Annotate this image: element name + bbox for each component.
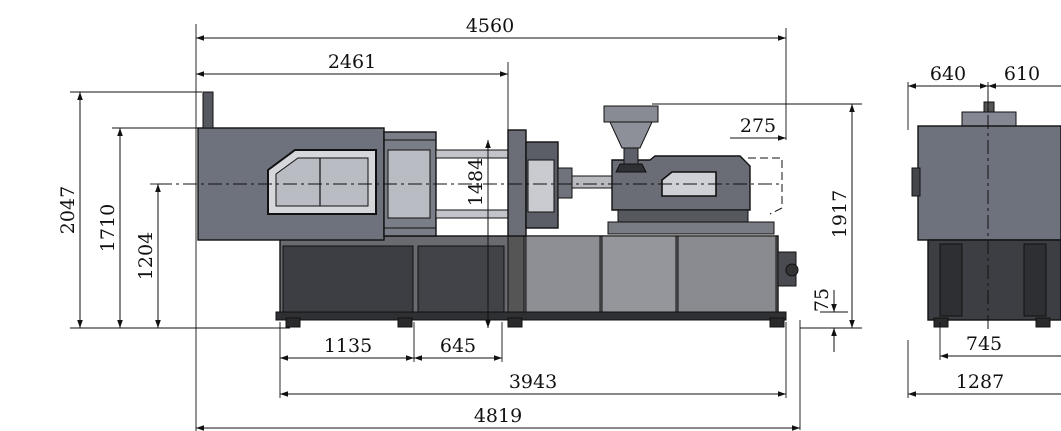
dimension-lines <box>77 35 1061 431</box>
foot <box>1035 317 1051 328</box>
end-view-hopper <box>961 111 1017 127</box>
dim-4819: 4819 <box>474 405 522 427</box>
warning-light <box>202 91 214 129</box>
side-view-machine <box>197 91 799 328</box>
end-view-machine <box>911 90 1061 330</box>
dim-1917: 1917 <box>829 190 851 238</box>
dim-640: 640 <box>930 63 966 85</box>
dim-4560: 4560 <box>466 15 514 37</box>
dimension-labels: 4560 2461 275 2047 1710 1204 1484 1917 7… <box>57 15 1040 427</box>
dim-1204: 1204 <box>135 232 157 280</box>
fixed-platen <box>507 129 573 237</box>
foot <box>285 317 301 328</box>
dim-1710: 1710 <box>97 204 119 252</box>
dim-1287: 1287 <box>956 371 1004 393</box>
dim-2461: 2461 <box>328 51 376 73</box>
foot <box>769 317 785 328</box>
dim-275: 275 <box>740 115 776 137</box>
dim-745: 745 <box>966 333 1002 355</box>
foot <box>397 317 413 328</box>
foot <box>933 317 949 328</box>
dim-1135: 1135 <box>324 335 372 357</box>
machine-base <box>275 235 799 328</box>
dim-2047: 2047 <box>57 186 79 234</box>
extension-lines <box>70 24 989 431</box>
dim-75: 75 <box>811 288 833 312</box>
dim-3943: 3943 <box>509 371 557 393</box>
end-view-cabinet <box>917 125 1061 241</box>
dim-1484: 1484 <box>465 158 487 206</box>
dim-610: 610 <box>1004 63 1040 85</box>
side-view-centerlines <box>158 157 783 215</box>
clamp-unit <box>197 91 437 241</box>
foot <box>507 317 523 328</box>
dim-645: 645 <box>440 335 476 357</box>
hopper <box>603 105 659 173</box>
